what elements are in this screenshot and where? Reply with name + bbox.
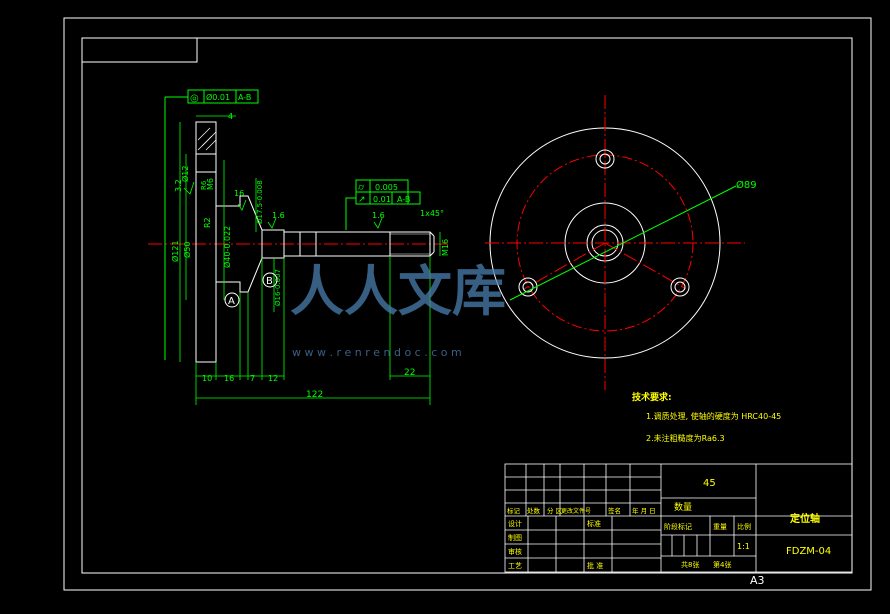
rev-h-0: 标记: [507, 506, 521, 515]
row-process: 工艺: [508, 562, 522, 570]
part-name: 定位轴: [790, 512, 820, 525]
tech-line-2: 2.未注粗糙度为Ra6.3: [646, 433, 725, 443]
rev-h-2: 分 区: [547, 506, 563, 515]
sheet-count: 共8张: [681, 560, 699, 569]
title-block-text: 45 定位轴 FDZM-04 数量 阶段标记 重量 比例 1:1 共8张 第4张…: [507, 478, 831, 570]
tech-line-1: 1.调质处理, 使轴的硬度为 HRC40-45: [646, 411, 781, 421]
dim-12: 12: [268, 374, 278, 383]
front-view: Ø89: [485, 95, 757, 390]
dim-7: 7: [250, 374, 255, 383]
rev-h-4: 签名: [608, 506, 621, 515]
outer-border: [63, 17, 872, 591]
stage-label: 阶段标记: [664, 522, 692, 531]
dim-phi89: Ø89: [736, 179, 757, 191]
rev-h-3: 更改文件号: [561, 507, 591, 515]
title-block: [504, 463, 853, 573]
dim-r2: R2: [203, 217, 212, 228]
qty-label: 数量: [674, 501, 692, 513]
dim-phi121: Ø121: [170, 240, 180, 262]
dim-phi50: Ø50: [182, 242, 192, 258]
row-check: 审核: [508, 547, 522, 556]
watermark-url: w w w . r e n r e n d o c . c o m: [292, 346, 462, 359]
dim-chamfer: 1x45°: [420, 209, 444, 218]
sheet-number: 第4张: [713, 560, 731, 569]
tol2-val-2: 0.01: [373, 195, 391, 204]
flange: [195, 121, 217, 363]
tol2-val-1: 0.005: [375, 183, 398, 192]
tol2-sym-1: ⌭: [358, 183, 365, 193]
dim-m6: M6: [206, 178, 215, 190]
dim-1-6a: 1.6: [272, 211, 285, 220]
tol-value-1: Ø0.01: [206, 92, 230, 102]
tol2-sym-2: ↗: [358, 195, 366, 205]
scale-label: 比例: [737, 522, 751, 531]
dim-m16: M16: [441, 239, 450, 256]
dim-roughness: 3.2: [174, 179, 183, 192]
dim-r6: R6: [200, 180, 208, 190]
row-design: 设计: [508, 519, 522, 528]
datum-b-circle: [262, 272, 278, 288]
dim-10: 10: [202, 374, 212, 383]
dim-1-6d: 1.6: [372, 211, 385, 220]
dim-phi17-5: Ø17.5-0.008: [256, 180, 264, 224]
dim-phi16: Ø16-0.007: [274, 269, 282, 306]
side-view: ◎ Ø0.01 A-B 4 Ø12 3.2: [148, 89, 450, 405]
dim-4: 4: [228, 112, 233, 121]
tech-title: 技术要求:: [632, 391, 672, 403]
approve-label: 批 准: [587, 561, 603, 570]
dim-phi12: Ø12: [180, 166, 190, 182]
tol2-datum-2: A-B: [397, 195, 410, 204]
code-box: [81, 37, 198, 63]
drawing-number: FDZM-04: [786, 546, 831, 557]
tol-symbol-1: ◎: [190, 93, 199, 104]
scale-value: 1:1: [737, 542, 750, 551]
phi89-leader: [509, 185, 737, 301]
datum-b: B: [266, 276, 273, 287]
dim-16c: 16: [224, 374, 234, 383]
dim-122: 122: [306, 390, 323, 400]
material: 45: [703, 478, 716, 489]
std-label: 标准: [587, 519, 601, 528]
weight-label: 重量: [713, 523, 727, 531]
row-draw: 制图: [508, 533, 522, 542]
sheet-size: A3: [750, 574, 765, 587]
inner-border: [81, 37, 853, 574]
watermark: 人人文库 w w w . r e n r e n d o c . c o m: [290, 260, 506, 359]
rev-h-5: 年 月 日: [632, 506, 656, 515]
shaft-body: [283, 231, 431, 257]
datum-a-circle: [224, 292, 240, 308]
tol-datum-1: A-B: [238, 93, 251, 102]
dim-phi40: Ø40-0.022: [222, 226, 232, 268]
dim-16a: 16: [234, 189, 244, 198]
tech-requirements: 技术要求: 1.调质处理, 使轴的硬度为 HRC40-45 2.未注粗糙度为Ra…: [632, 391, 781, 443]
watermark-brand: 人人文库: [290, 260, 506, 323]
datum-a: A: [228, 296, 235, 307]
dim-22: 22: [404, 368, 415, 378]
rev-h-1: 处数: [527, 506, 541, 515]
